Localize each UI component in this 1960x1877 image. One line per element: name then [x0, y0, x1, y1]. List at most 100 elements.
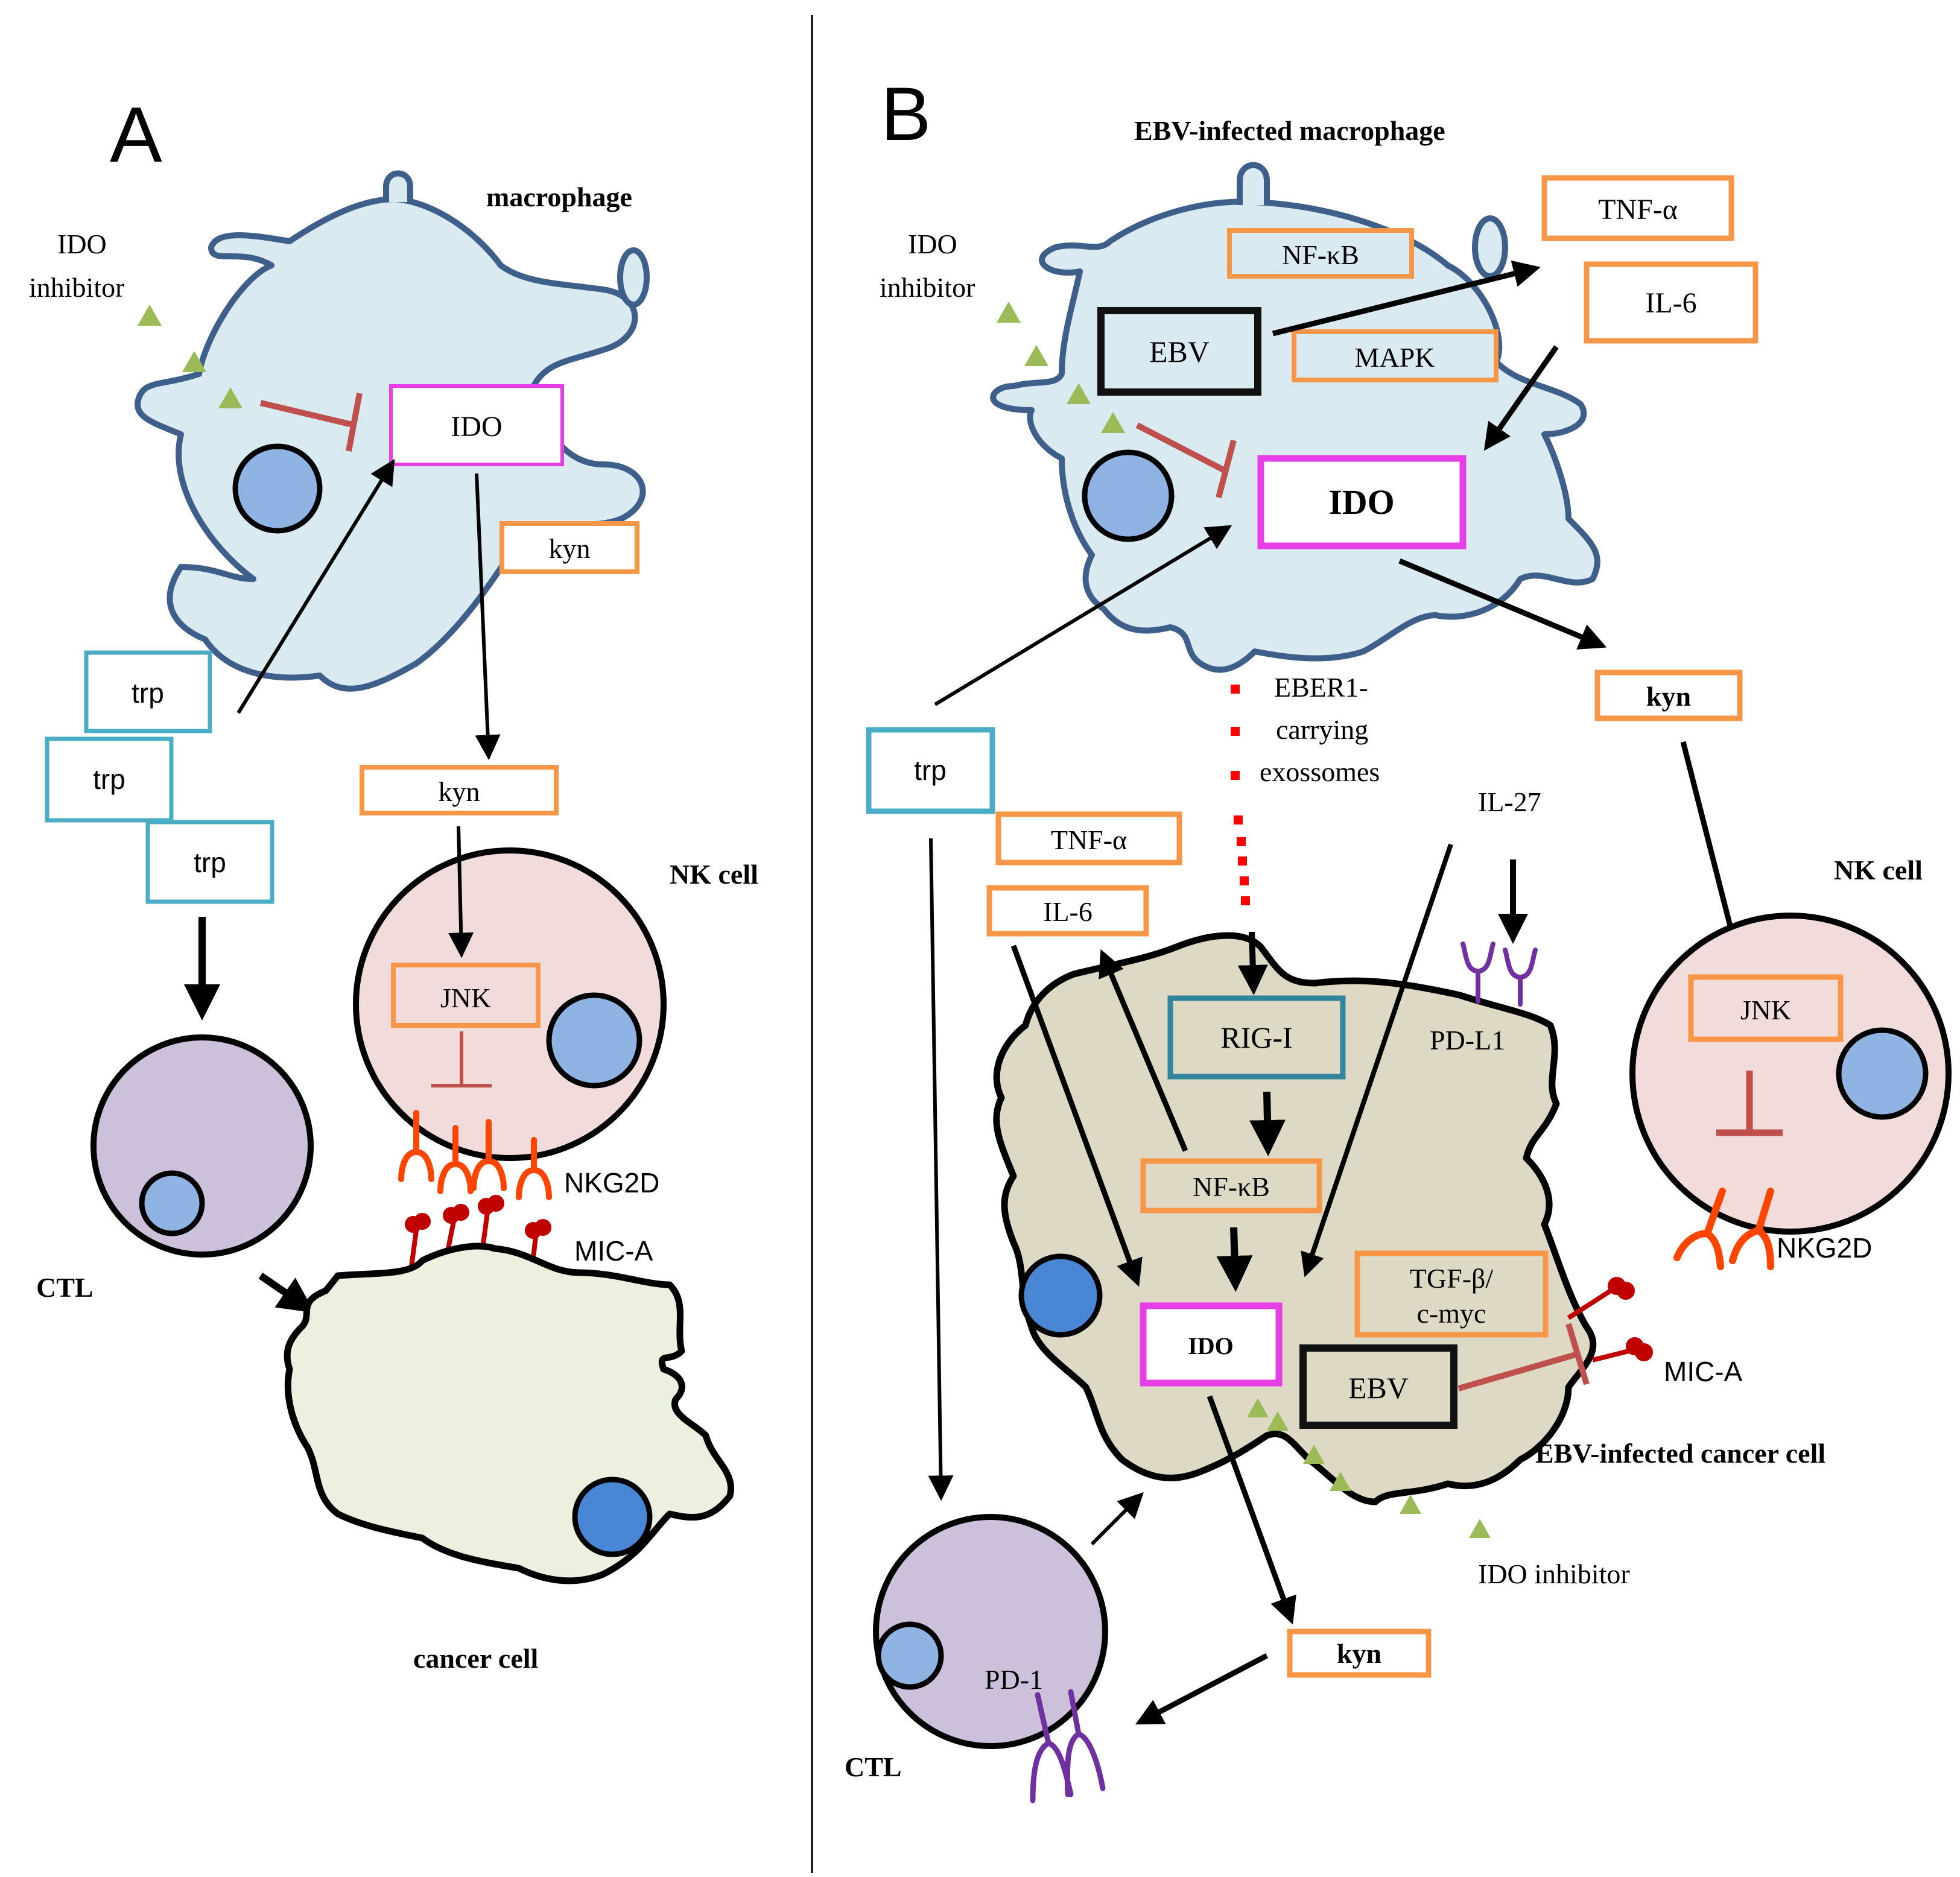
- ebv-box-cancer: [1299, 1344, 1457, 1429]
- jnk-inhibition-b: [1716, 1071, 1783, 1136]
- nkg2d-label-b: NKG2D: [1777, 1232, 1872, 1264]
- tnf-box-top: [1541, 175, 1734, 241]
- tnf-label-mid: TNF-α: [1051, 825, 1127, 855]
- inhibitor-triangle-icon: [1469, 1519, 1491, 1538]
- inhibitor-triangle-icon: [182, 351, 206, 372]
- mapk-box: [1292, 329, 1499, 382]
- ido-inhibitor-a-line1: IDO: [57, 229, 107, 259]
- inhibitor-triangle-icon: [1303, 1445, 1325, 1464]
- inhibitor-triangle-icon: [1067, 383, 1091, 404]
- nk-cell-b-nucleus: [1836, 1027, 1929, 1120]
- cancer-cell-a: [284, 1242, 735, 1584]
- trp-label-b: trp: [914, 755, 947, 786]
- arrow-ebv-to-tnf: [1272, 260, 1541, 337]
- tnf-label-top: TNF-α: [1598, 194, 1678, 226]
- ido-label-cancer: IDO: [1188, 1332, 1234, 1359]
- nk-cell-b-label: NK cell: [1834, 855, 1923, 885]
- arrow-ctl-to-cancer-a: [258, 1273, 315, 1313]
- nfkb-label-macro: NF-κB: [1282, 239, 1359, 270]
- ido-box-cancer: [1140, 1302, 1283, 1387]
- trp-box-a3: [145, 820, 274, 904]
- macrophage-a-spike-top: [383, 170, 413, 202]
- eber1-exosome-dots: [1231, 685, 1250, 905]
- inhibitor-triangle-icon: [1101, 412, 1125, 433]
- inhibitor-triangle-icon: [1330, 1472, 1351, 1491]
- kyn-label-top: kyn: [1646, 681, 1691, 712]
- il6-box-mid: [986, 885, 1149, 937]
- kyn-box-bottom: [1287, 1629, 1432, 1678]
- kyn-label-a-outside: kyn: [439, 776, 480, 807]
- il6-label-mid: IL-6: [1043, 896, 1093, 927]
- rig1-label: RIG-I: [1220, 1021, 1292, 1054]
- nkg2d-receptors-a: [398, 1110, 552, 1200]
- cancer-cell-a-label: cancer cell: [413, 1643, 538, 1674]
- jnk-label-b: JNK: [1740, 995, 1791, 1025]
- arrow-il27-to-ido-cancer: [1301, 843, 1453, 1277]
- pdl1-receptors: [1460, 942, 1538, 1007]
- jnk-box-a: [391, 963, 541, 1028]
- kyn-label-bottom: kyn: [1337, 1638, 1381, 1669]
- tgfb-label-line1: TGF-β/: [1410, 1263, 1494, 1294]
- panel-a: A macrophage IDO inhibitor IDO kyn trp t…: [29, 90, 758, 1674]
- mapk-label: MAPK: [1355, 342, 1435, 373]
- nfkb-box-macro: [1227, 228, 1414, 279]
- ctl-cell-b-nucleus: [875, 1621, 944, 1690]
- mica-label-a: MIC-A: [574, 1235, 653, 1267]
- cancer-cell-a-nucleus: [572, 1477, 653, 1557]
- macrophage-a-label: macrophage: [486, 182, 632, 212]
- il27-label: IL-27: [1478, 787, 1541, 817]
- eber-label-line1: EBER1-: [1274, 672, 1368, 703]
- ctl-cell-a: [90, 1034, 314, 1258]
- mica-ligands-b: [1567, 1277, 1653, 1363]
- arrow-kyn-to-nk-b: [1680, 741, 1746, 964]
- inhibition-bar-a: [259, 393, 363, 452]
- kyn-box-a-inside: [500, 521, 639, 574]
- arrow-ido-cancer-to-kyn: [1207, 1395, 1296, 1625]
- ctl-label-a: CTL: [36, 1272, 94, 1303]
- panel-b: B EBV-infected macrophage IDO inhibitor …: [845, 72, 1952, 1803]
- nkg2d-label-a: NKG2D: [564, 1167, 659, 1198]
- kyn-box-a-outside: [360, 765, 559, 815]
- pd1-receptors: [1030, 1689, 1106, 1803]
- tgfb-label-line2: c-myc: [1417, 1298, 1486, 1329]
- nfkb-label-cancer: NF-κB: [1193, 1171, 1270, 1202]
- nk-cell-a-label: NK cell: [670, 859, 758, 890]
- macrophage-b-nucleus: [1082, 449, 1175, 542]
- ido-label-macro: IDO: [1328, 483, 1395, 522]
- nkg2d-receptors-b: [1673, 1188, 1774, 1270]
- ebv-box-macro: [1097, 307, 1261, 396]
- ido-label-a: IDO: [451, 411, 502, 443]
- ctl-cell-a-nucleus: [139, 1170, 205, 1236]
- trp-label-a2: trp: [93, 764, 125, 795]
- tgfb-box: [1354, 1250, 1549, 1338]
- ido-inhibitor-b-line1: IDO: [908, 229, 957, 259]
- macrophage-b-spike-right: [1472, 215, 1508, 279]
- ebv-label-macro: EBV: [1149, 335, 1210, 369]
- kyn-label-a-inside: kyn: [549, 533, 591, 564]
- jnk-inhibition-a: [431, 1031, 492, 1087]
- il6-box-top: [1584, 261, 1759, 344]
- arrow-ido-to-kyn-a: [475, 473, 501, 761]
- panel-a-letter: A: [110, 90, 162, 179]
- kyn-box-top: [1594, 669, 1743, 721]
- arrow-trp-to-ido-a: [236, 458, 395, 714]
- inhibitor-triangle-icon: [1024, 345, 1048, 366]
- jnk-label-a: JNK: [440, 983, 491, 1013]
- cancer-cell-b-label: EBV-infected cancer cell: [1535, 1438, 1825, 1469]
- rig1-box: [1167, 995, 1346, 1080]
- arrow-ido-to-kyn-top: [1398, 558, 1607, 650]
- inhibition-bar-b: [1135, 422, 1237, 499]
- il6-label-top: IL-6: [1645, 287, 1696, 319]
- ctl-label-b: CTL: [845, 1752, 902, 1782]
- inhibitor-triangle-icon: [1247, 1398, 1269, 1417]
- arrow-ctl-to-cancer-b: [1090, 1492, 1144, 1546]
- pdl1-label: PD-L1: [1430, 1025, 1505, 1056]
- ebv-label-cancer: EBV: [1348, 1371, 1409, 1405]
- arrow-eber-to-rig1: [1237, 931, 1268, 995]
- trp-label-a3: trp: [194, 847, 226, 878]
- ido-inhibitor-a-line2: inhibitor: [29, 272, 124, 303]
- panel-b-letter: B: [881, 72, 931, 156]
- ido-box-a: [389, 384, 564, 466]
- cancer-cell-b-nucleus: [1018, 1253, 1103, 1338]
- arrow-rig1-to-nfkb: [1249, 1091, 1286, 1156]
